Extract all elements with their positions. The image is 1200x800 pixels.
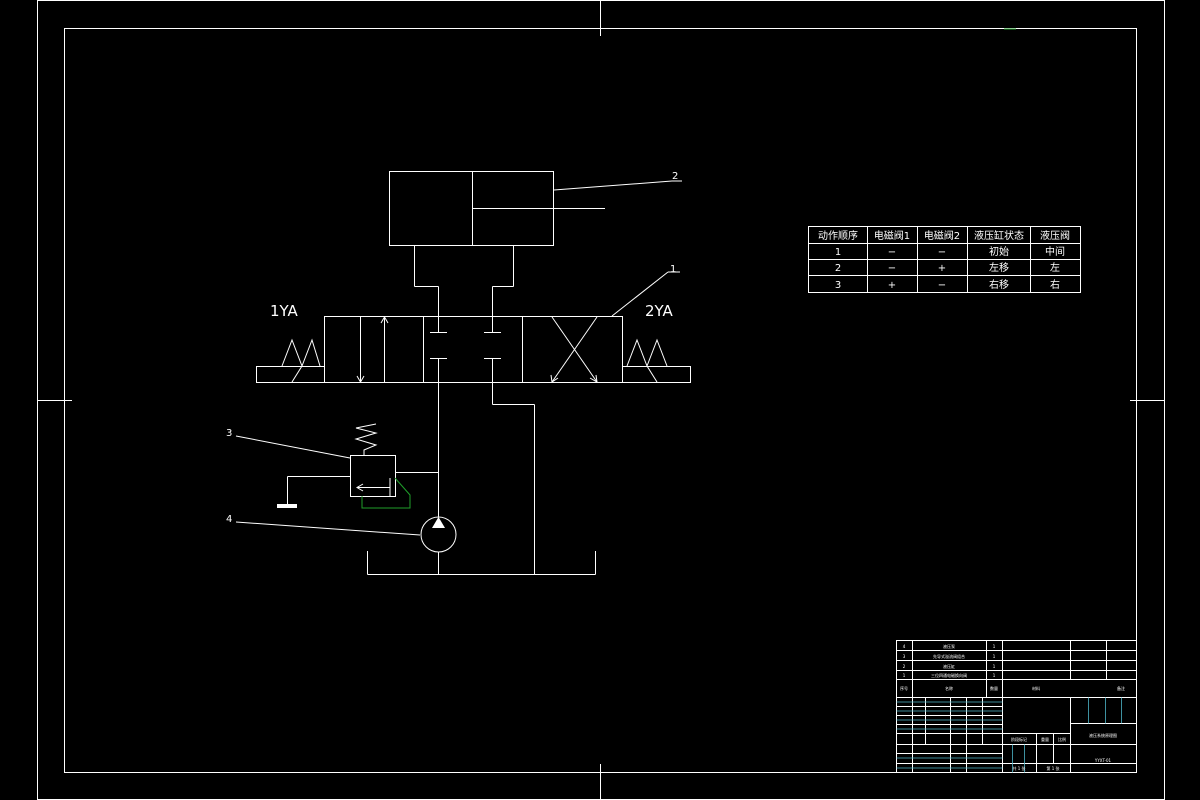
- part-name: 液压泵: [943, 643, 955, 649]
- coil-label-1ya: 1YA: [270, 302, 299, 320]
- drain-symbol: [277, 504, 297, 508]
- directional-valve: [256, 271, 691, 383]
- pressure-and-return-lines: [395, 382, 535, 575]
- weight-label: 重量: [1041, 736, 1049, 742]
- header-name: 名称: [945, 685, 953, 691]
- table-cell: 1: [835, 247, 841, 258]
- callout-number-3: 3: [226, 428, 232, 439]
- table-cell: 左移: [989, 261, 1009, 274]
- hydraulic-pump: [420, 516, 457, 553]
- table-cell: 右移: [989, 278, 1009, 291]
- callout-leaders: [235, 180, 682, 536]
- table-header: 电磁阀1: [874, 229, 910, 242]
- header-material: 材料: [1032, 685, 1040, 691]
- table-header: 液压阀: [1040, 229, 1070, 242]
- table-cell: 右: [1050, 278, 1060, 291]
- table-header: 动作顺序: [818, 229, 858, 242]
- part-no: 2: [903, 664, 906, 669]
- header-no: 序号: [900, 685, 908, 691]
- table-header: 液压缸状态: [974, 229, 1024, 242]
- part-no: 3: [903, 654, 906, 659]
- table-cell: 初始: [989, 245, 1009, 258]
- coil-label-2ya: 2YA: [645, 302, 674, 320]
- table-cell: −: [888, 247, 896, 258]
- stage-label: 阶段标记: [1011, 736, 1027, 742]
- callout-number-2: 2: [672, 171, 678, 182]
- relief-valve: [287, 423, 396, 504]
- centering-marks: [37, 0, 1165, 800]
- sheet-current: 第 1 张: [1046, 765, 1059, 771]
- table-header: 电磁阀2: [924, 229, 960, 242]
- header-remark: 备注: [1117, 685, 1125, 691]
- part-qty: 1: [993, 644, 996, 649]
- table-cell: +: [938, 263, 946, 274]
- part-qty: 1: [993, 673, 996, 678]
- sheet-total: 共 1 张: [1012, 765, 1025, 771]
- drawing-title: 液压系统原理图: [1089, 732, 1117, 738]
- table-cell: +: [888, 280, 896, 291]
- part-no: 4: [903, 644, 906, 649]
- part-no: 1: [903, 673, 906, 678]
- table-cell: −: [938, 247, 946, 258]
- action-table: 动作顺序 电磁阀1 电磁阀2 液压缸状态 液压阀 1 − − 初始 中间 2 −…: [808, 226, 1081, 293]
- part-qty: 1: [993, 664, 996, 669]
- part-name: 液压缸: [943, 663, 955, 669]
- header-qty: 数量: [990, 685, 998, 691]
- title-block: 4 液压泵 1 3 先导式溢流阀组合 1 2 液压缸 1 1 三位四通电磁换向阀…: [896, 640, 1137, 773]
- table-cell: 左: [1050, 261, 1060, 274]
- table-cell: −: [888, 263, 896, 274]
- table-cell: −: [938, 280, 946, 291]
- table-cell: 2: [835, 263, 841, 274]
- part-name: 三位四通电磁换向阀: [931, 672, 967, 678]
- oil-tank: [367, 551, 596, 575]
- pilot-line: [361, 477, 411, 509]
- callout-number-4: 4: [226, 514, 232, 525]
- part-name: 先导式溢流阀组合: [933, 653, 965, 659]
- drawing-number: YYXT-01: [1094, 758, 1112, 763]
- table-cell: 3: [835, 280, 841, 291]
- callout-number-1: 1: [670, 264, 676, 275]
- part-qty: 1: [993, 654, 996, 659]
- scale-label: 比例: [1058, 736, 1066, 742]
- table-cell: 中间: [1045, 245, 1065, 258]
- hydraulic-cylinder: [389, 171, 605, 287]
